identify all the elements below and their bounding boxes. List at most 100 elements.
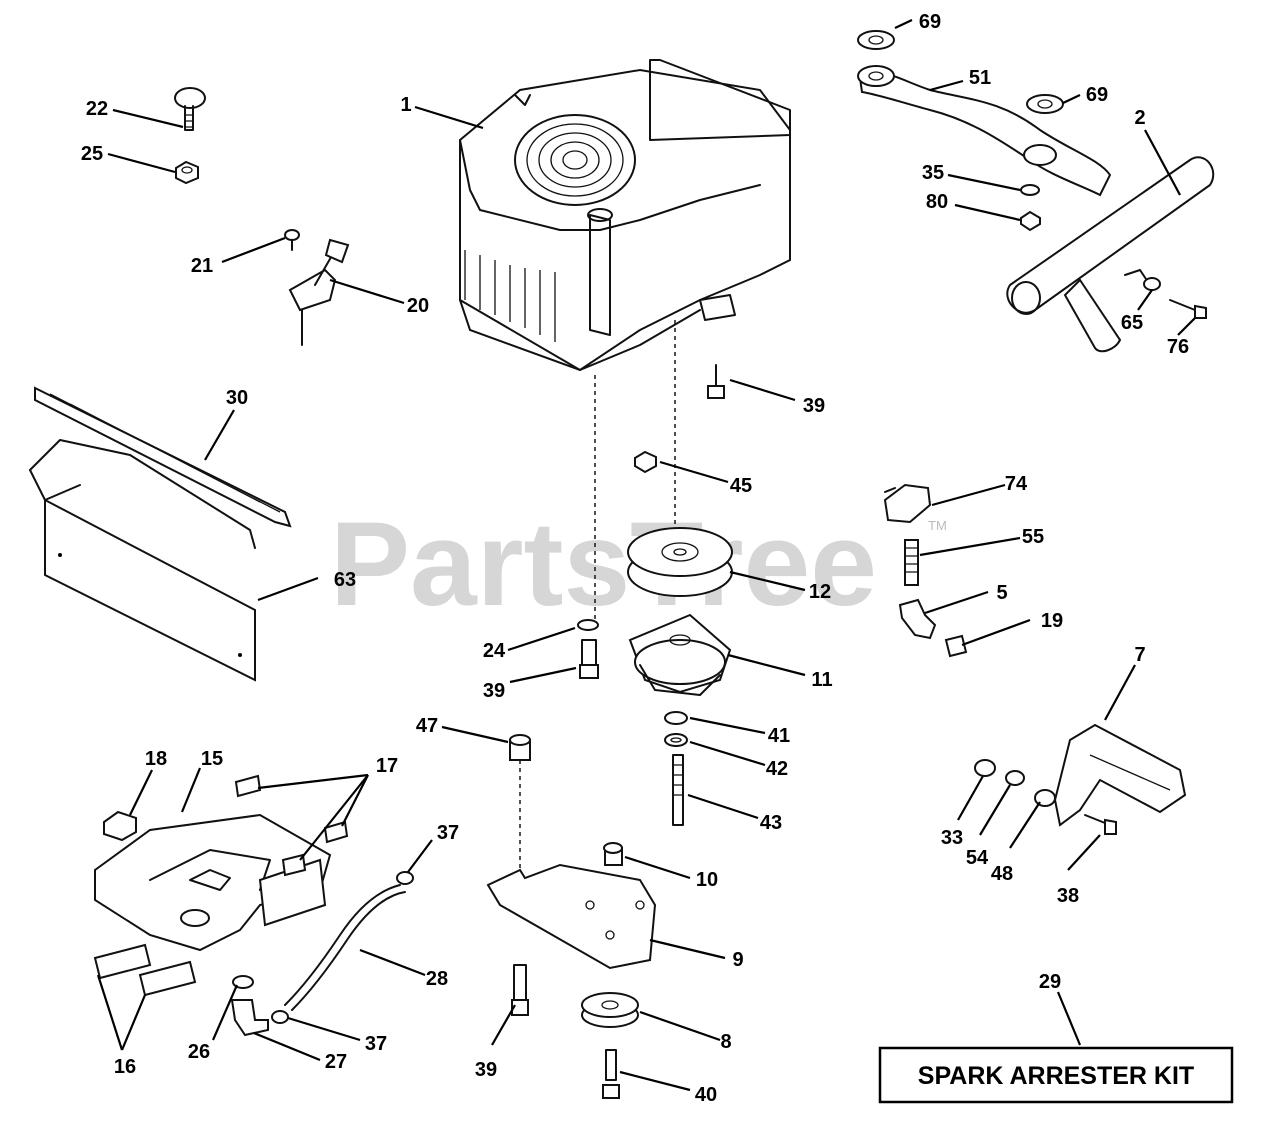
nut-33[interactable] — [974, 759, 996, 777]
callout-54: 54 — [966, 847, 989, 869]
fuel-line-28[interactable] — [284, 884, 406, 1011]
exhaust-pipe[interactable] — [857, 65, 1112, 197]
pad-17a[interactable] — [234, 774, 262, 798]
callout-65: 65 — [1121, 312, 1143, 334]
washer-24[interactable] — [577, 619, 599, 631]
spacer-47[interactable] — [509, 734, 531, 761]
callout-39-middle: 39 — [483, 680, 505, 702]
spark-arrester-kit[interactable]: SPARK ARRESTER KIT — [878, 1046, 1234, 1104]
spacer-10[interactable] — [603, 842, 623, 866]
callout-1: 1 — [400, 94, 411, 116]
callout-16: 16 — [114, 1056, 136, 1078]
idler-pulley-8[interactable] — [581, 992, 639, 1028]
bushing-26[interactable] — [232, 975, 254, 989]
screw-21[interactable] — [284, 229, 300, 251]
engine[interactable] — [459, 59, 791, 372]
callout-20: 20 — [407, 295, 429, 317]
bolt-38[interactable] — [1084, 814, 1117, 835]
callout-29: 29 — [1039, 971, 1061, 993]
callout-40: 40 — [695, 1084, 717, 1106]
belt-guard-strip[interactable] — [34, 386, 292, 528]
callout-47: 47 — [416, 715, 438, 737]
callout-51: 51 — [969, 67, 991, 89]
callout-39-upper: 39 — [803, 395, 825, 417]
cap-19[interactable] — [944, 634, 968, 658]
callout-12: 12 — [809, 581, 831, 603]
pad-16a[interactable] — [93, 943, 152, 980]
nipple-55[interactable] — [904, 539, 919, 586]
callout-63: 63 — [334, 569, 356, 591]
callout-25: 25 — [81, 143, 103, 165]
pulley-12[interactable] — [627, 527, 733, 597]
exhaust-gasket-upper[interactable] — [857, 30, 895, 50]
callout-37-lower: 37 — [365, 1033, 387, 1055]
callout-76: 76 — [1167, 336, 1189, 358]
callout-11: 11 — [811, 669, 832, 691]
washer-54[interactable] — [1005, 770, 1025, 786]
pad-17b[interactable] — [281, 853, 307, 877]
clamp-37a[interactable] — [396, 871, 414, 885]
watermark: PartsTree — [330, 497, 877, 631]
callout-9: 9 — [732, 949, 743, 971]
washer-42[interactable] — [664, 733, 688, 747]
callout-74: 74 — [1005, 473, 1028, 495]
callout-69-upper: 69 — [919, 11, 941, 33]
callout-26: 26 — [188, 1041, 210, 1063]
callout-22: 22 — [86, 98, 108, 120]
pad-17c[interactable] — [323, 820, 349, 844]
mounting-plate-9[interactable] — [486, 863, 657, 970]
callout-37-upper: 37 — [437, 822, 459, 844]
fuel-elbow-27[interactable] — [230, 999, 269, 1037]
nut-25[interactable] — [175, 160, 199, 185]
belt-shield[interactable] — [29, 439, 256, 682]
washer-65[interactable] — [1143, 277, 1161, 291]
nut-80[interactable] — [1020, 210, 1041, 232]
muffler[interactable] — [1006, 156, 1215, 353]
clamp-37b[interactable] — [271, 1010, 289, 1024]
callout-45: 45 — [730, 475, 752, 497]
callout-10: 10 — [696, 869, 718, 891]
callout-39-lower: 39 — [475, 1059, 497, 1081]
elbow-5[interactable] — [898, 598, 937, 640]
callout-2: 2 — [1134, 107, 1145, 129]
callout-48: 48 — [991, 863, 1013, 885]
spark-arrester-kit-label: SPARK ARRESTER KIT — [918, 1062, 1194, 1090]
trademark: TM — [928, 518, 947, 533]
fitting-74[interactable] — [883, 483, 932, 524]
callout-27: 27 — [325, 1051, 347, 1073]
electric-clutch-11[interactable] — [628, 613, 732, 696]
callout-15: 15 — [201, 748, 223, 770]
knob-22[interactable] — [174, 87, 206, 131]
callout-21: 21 — [191, 255, 213, 277]
washer-41[interactable] — [664, 711, 688, 725]
exhaust-gasket-lower[interactable] — [1026, 94, 1064, 114]
callout-8: 8 — [720, 1031, 731, 1053]
callout-80: 80 — [926, 191, 948, 213]
fuel-tank-15[interactable] — [94, 813, 332, 952]
bolt-39-upper[interactable] — [707, 364, 725, 399]
leader-lines — [96, 19, 1196, 1092]
washer-35[interactable] — [1020, 184, 1040, 196]
callout-33: 33 — [941, 827, 963, 849]
callout-28: 28 — [426, 968, 448, 990]
callout-41: 41 — [768, 725, 790, 747]
callout-numbers: 1 2 5 7 8 9 10 11 12 15 16 17 18 19 20 2… — [81, 11, 1189, 1106]
bracket-7[interactable] — [1053, 723, 1187, 827]
bolt-40[interactable] — [602, 1049, 620, 1099]
nut-18[interactable] — [103, 810, 137, 842]
throttle-control-20[interactable] — [288, 238, 350, 346]
callout-69-lower: 69 — [1086, 84, 1108, 106]
callout-5: 5 — [996, 582, 1007, 604]
callout-19: 19 — [1041, 610, 1063, 632]
callout-55: 55 — [1022, 526, 1044, 548]
bolt-76[interactable] — [1169, 299, 1207, 319]
callout-35: 35 — [922, 162, 944, 184]
washer-45[interactable] — [634, 450, 657, 474]
bolt-39-mid[interactable] — [579, 639, 599, 679]
pad-16b[interactable] — [138, 960, 197, 997]
callout-30: 30 — [226, 387, 248, 409]
callout-42: 42 — [766, 758, 788, 780]
callout-7: 7 — [1134, 644, 1145, 666]
bolt-43[interactable] — [672, 754, 684, 826]
